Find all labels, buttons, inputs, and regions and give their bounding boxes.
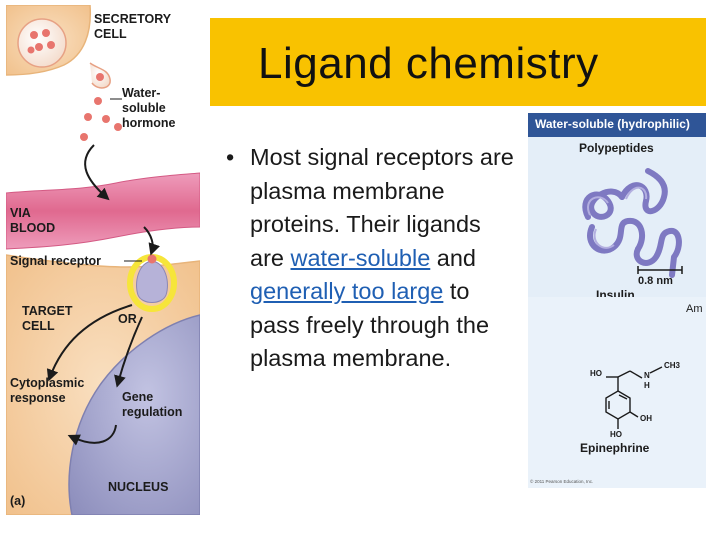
amines-label: Am bbox=[686, 303, 703, 315]
epinephrine-label: Epinephrine bbox=[580, 441, 650, 455]
title-banner bbox=[210, 18, 706, 106]
label-cytoplasmic: Cytoplasmic bbox=[10, 376, 84, 390]
nucleus bbox=[68, 314, 200, 515]
label-soluble: soluble bbox=[122, 101, 166, 115]
chem-oh: OH bbox=[640, 414, 652, 423]
bullet-part-3: and bbox=[430, 244, 477, 271]
label-regulation: regulation bbox=[122, 405, 182, 419]
signaling-diagram: SECRETORY CELL Water- soluble hormone VI… bbox=[6, 5, 200, 515]
label-signal-receptor: Signal receptor bbox=[10, 254, 101, 268]
polypeptides-label: Polypeptides bbox=[579, 141, 654, 155]
chem-h: H bbox=[644, 381, 650, 390]
blood-vessel bbox=[6, 172, 200, 250]
slide-title: Ligand chemistry bbox=[258, 39, 599, 88]
scale-bar-icon bbox=[637, 266, 683, 274]
bullet-text: Most signal receptors are plasma membran… bbox=[250, 141, 516, 376]
polypeptide-box: Polypeptides 0. bbox=[528, 137, 706, 305]
hormone-cluster bbox=[27, 29, 55, 54]
bullet-part-1: Most signal receptors are plasma membran… bbox=[250, 144, 514, 271]
chem-ho-bottom: HO bbox=[610, 430, 622, 439]
panel-header: Water-soluble (hydrophilic) bbox=[528, 113, 706, 137]
label-water: Water- bbox=[122, 86, 160, 100]
label-response: response bbox=[10, 391, 66, 405]
label-blood: BLOOD bbox=[10, 221, 55, 235]
chem-ho-top: HO bbox=[590, 369, 602, 378]
copyright-text: © 2011 Pearson Education, Inc. bbox=[530, 479, 594, 484]
amine-box: Am HO N H CH3 OH HO bbox=[528, 297, 706, 488]
hormone-examples-panel: Water-soluble (hydrophilic) Polypeptides bbox=[528, 113, 706, 488]
label-via: VIA bbox=[10, 206, 31, 220]
label-gene: Gene bbox=[122, 390, 153, 404]
highlight-water-soluble[interactable]: water-soluble bbox=[290, 244, 431, 271]
chem-n: N bbox=[644, 371, 650, 380]
highlight-too-large[interactable]: generally too large bbox=[250, 278, 444, 304]
label-panel-a: (a) bbox=[10, 494, 25, 508]
bullet-part-5: to pass freely through the plasma membra… bbox=[250, 278, 490, 371]
label-hormone: hormone bbox=[122, 116, 176, 130]
signaling-diagram-svg: SECRETORY CELL Water- soluble hormone VI… bbox=[6, 5, 200, 515]
scale-label: 0.8 nm bbox=[638, 275, 673, 287]
label-cell-1: CELL bbox=[94, 27, 127, 41]
bullet-list: • Most signal receptors are plasma membr… bbox=[226, 141, 516, 376]
label-or: OR bbox=[118, 312, 137, 326]
label-target-cell: CELL bbox=[22, 319, 55, 333]
vesicle bbox=[17, 18, 67, 68]
label-nucleus: NUCLEUS bbox=[108, 480, 168, 494]
panel-header-text: Water-soluble (hydrophilic) bbox=[535, 117, 690, 131]
label-target: TARGET bbox=[22, 304, 73, 318]
label-secretory: SECRETORY bbox=[94, 12, 172, 26]
signal-receptor-shape bbox=[136, 260, 168, 303]
chem-ch3: CH3 bbox=[664, 361, 681, 370]
bullet-dot: • bbox=[226, 144, 235, 170]
epinephrine-structure-icon bbox=[605, 366, 663, 429]
insulin-structure-icon bbox=[582, 168, 682, 278]
